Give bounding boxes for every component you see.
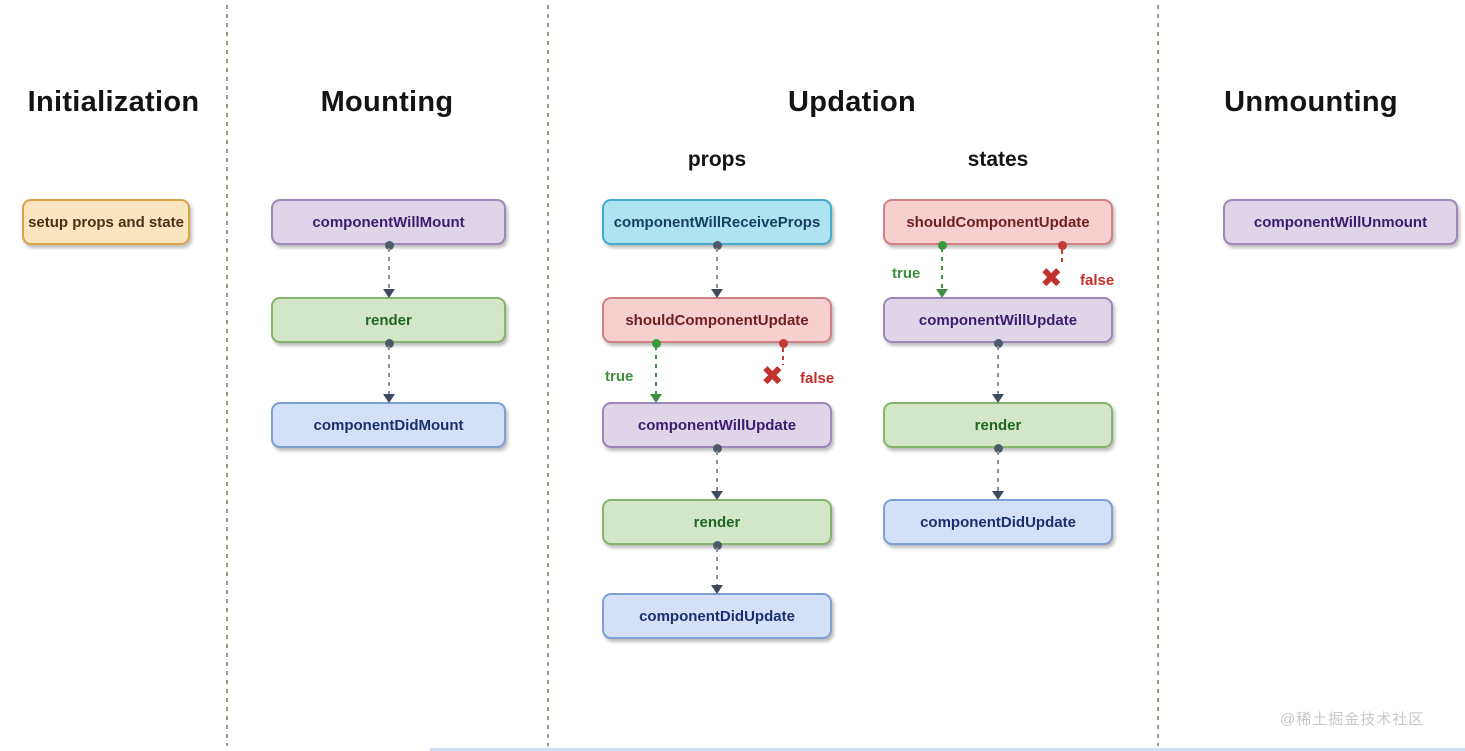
column-divider <box>547 5 549 746</box>
watermark: @稀土掘金技术社区 <box>1280 711 1425 728</box>
arrow-true-branch-states <box>936 241 948 298</box>
false-x-icon: ✖ <box>761 361 784 391</box>
connector-dot-icon <box>384 241 394 250</box>
arrowhead-icon <box>992 394 1004 403</box>
connector-dot-icon <box>993 339 1003 348</box>
node-label: render <box>365 311 412 329</box>
node-label: componentWillUpdate <box>918 311 1078 329</box>
arrowhead-icon <box>992 491 1004 500</box>
arrow-will-update-to-render-states <box>992 339 1004 403</box>
arrow-will-mount-to-render <box>383 241 395 298</box>
dashed-line <box>782 348 784 365</box>
arrowhead-icon <box>711 491 723 500</box>
phase-title-mounting: Mounting <box>320 86 454 118</box>
connector-dot-icon <box>993 444 1003 453</box>
column-divider <box>226 5 228 746</box>
arrow-true-branch-props <box>650 339 662 403</box>
bottom-edge-strip <box>430 748 1465 751</box>
connector-dot-icon <box>937 241 947 250</box>
node-label: componentWillUpdate <box>637 416 797 434</box>
node-label: componentWillMount <box>312 213 465 231</box>
false-label-props: false <box>800 370 835 387</box>
node-label: componentDidUpdate <box>920 513 1076 531</box>
arrow-render-to-did-update-states <box>992 444 1004 500</box>
node-setup-props-and-state: setup props and state <box>22 199 190 245</box>
connector-dot-icon <box>712 444 722 453</box>
dashed-line <box>388 346 390 394</box>
true-label-states: true <box>892 265 921 282</box>
false-label-states: false <box>1080 272 1115 289</box>
phase-title-unmounting: Unmounting <box>1224 86 1398 118</box>
node-label: shouldComponentUpdate <box>625 311 809 329</box>
arrowhead-icon <box>711 585 723 594</box>
node-component-will-receive-props: componentWillReceiveProps <box>602 199 832 245</box>
arrow-render-to-did-update-props <box>711 541 723 594</box>
connector-dot-icon <box>384 339 394 348</box>
node-label: componentWillUnmount <box>1253 213 1428 231</box>
dashed-line <box>716 451 718 491</box>
arrow-receive-props-to-should-update <box>711 241 723 298</box>
node-should-component-update-states: shouldComponentUpdate <box>883 199 1113 245</box>
arrowhead-icon <box>383 289 395 298</box>
subcolumn-title-states: states <box>967 148 1029 171</box>
arrowhead-icon <box>936 289 948 298</box>
connector-dot-icon <box>712 241 722 250</box>
arrow-will-update-to-render-props <box>711 444 723 500</box>
dashed-line <box>388 248 390 289</box>
node-label: componentWillReceiveProps <box>613 213 821 231</box>
arrowhead-icon <box>650 394 662 403</box>
dashed-line <box>716 548 718 585</box>
node-label: render <box>974 416 1022 434</box>
true-label-props: true <box>605 368 634 385</box>
dashed-line <box>997 346 999 394</box>
node-component-did-mount: componentDidMount <box>271 402 506 448</box>
node-label: render <box>693 513 741 531</box>
node-render-props: render <box>602 499 832 545</box>
arrowhead-icon <box>711 289 723 298</box>
node-should-component-update-props: shouldComponentUpdate <box>602 297 832 343</box>
node-label: componentDidUpdate <box>639 607 795 625</box>
node-component-did-update-props: componentDidUpdate <box>602 593 832 639</box>
connector-dot-icon <box>651 339 661 348</box>
arrowhead-icon <box>383 394 395 403</box>
node-component-will-update-props: componentWillUpdate <box>602 402 832 448</box>
node-component-will-update-states: componentWillUpdate <box>883 297 1113 343</box>
node-label: setup props and state <box>28 213 184 231</box>
dashed-line <box>941 248 943 289</box>
arrow-render-to-did-mount <box>383 339 395 403</box>
subcolumn-title-props: props <box>687 148 747 171</box>
phase-title-initialization: Initialization <box>27 86 200 118</box>
column-divider <box>1157 5 1159 746</box>
dashed-line <box>716 248 718 289</box>
node-component-will-mount: componentWillMount <box>271 199 506 245</box>
node-render-states: render <box>883 402 1113 448</box>
connector-dot-icon <box>712 541 722 550</box>
node-component-will-unmount: componentWillUnmount <box>1223 199 1458 245</box>
false-x-icon: ✖ <box>1040 263 1063 293</box>
node-label: shouldComponentUpdate <box>906 213 1090 231</box>
node-render-mounting: render <box>271 297 506 343</box>
dashed-line <box>655 346 657 394</box>
phase-title-updation: Updation <box>787 86 917 118</box>
connector-dot-icon <box>779 339 788 348</box>
node-label: componentDidMount <box>313 416 464 434</box>
node-component-did-update-states: componentDidUpdate <box>883 499 1113 545</box>
connector-dot-icon <box>1058 241 1067 250</box>
dashed-line <box>1061 250 1063 265</box>
dashed-line <box>997 451 999 491</box>
